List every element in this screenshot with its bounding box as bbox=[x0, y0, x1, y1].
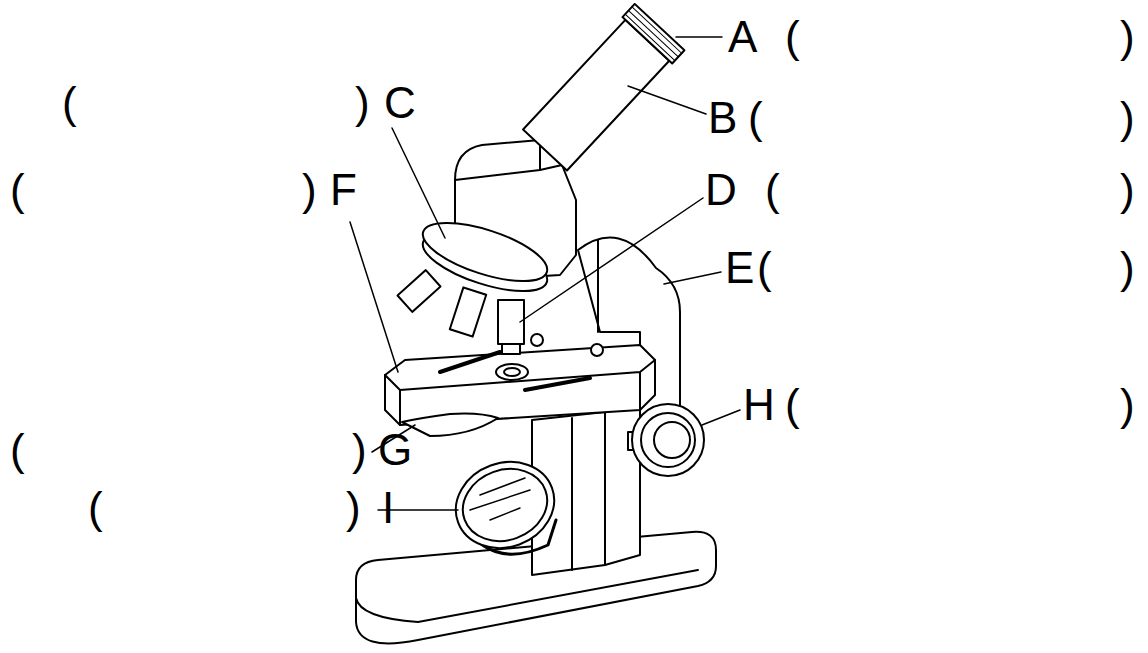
part-letter: I bbox=[382, 486, 394, 530]
part-letter: F bbox=[330, 168, 357, 212]
answer-bracket: ( bbox=[765, 168, 780, 212]
answer-bracket: ( bbox=[10, 428, 25, 472]
part-letter: C bbox=[384, 81, 416, 125]
answer-bracket: ( bbox=[62, 81, 77, 125]
answer-bracket: ) bbox=[1120, 96, 1135, 140]
answer-bracket: ( bbox=[88, 486, 103, 530]
answer-bracket: ) bbox=[346, 486, 361, 530]
part-letter: B bbox=[708, 96, 737, 140]
part-letter: A bbox=[728, 15, 757, 59]
answer-bracket: ) bbox=[1120, 15, 1135, 59]
answer-bracket: ( bbox=[757, 246, 772, 290]
answer-bracket: ( bbox=[748, 96, 763, 140]
part-letter: G bbox=[378, 428, 412, 472]
answer-bracket: ) bbox=[302, 168, 317, 212]
answer-bracket: ( bbox=[10, 168, 25, 212]
answer-bracket: ) bbox=[352, 428, 367, 472]
answer-bracket: ) bbox=[1120, 246, 1135, 290]
answer-bracket: ( bbox=[785, 383, 800, 427]
answer-bracket: ) bbox=[1120, 168, 1135, 212]
answer-bracket: ) bbox=[1120, 383, 1135, 427]
answer-bracket: ) bbox=[355, 81, 370, 125]
part-letter: H bbox=[743, 383, 775, 427]
part-letter: E bbox=[725, 246, 754, 290]
answer-bracket: ( bbox=[785, 15, 800, 59]
part-letter: D bbox=[705, 168, 737, 212]
